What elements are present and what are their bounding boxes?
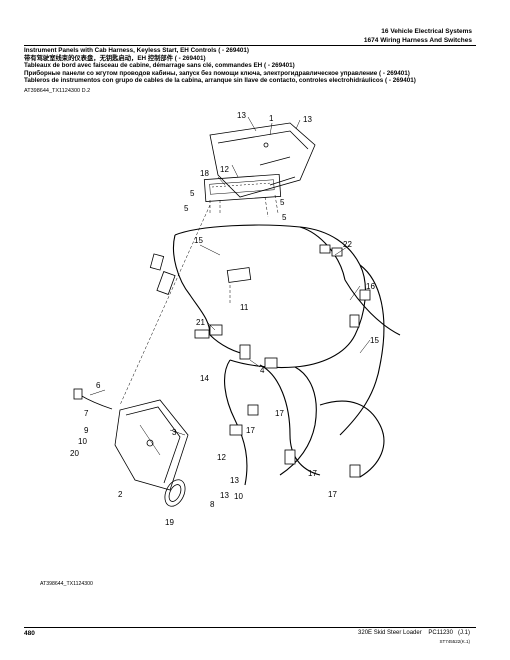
callout-12a: 12 (220, 165, 229, 174)
callout-10b: 10 (234, 492, 243, 501)
callout-3: 3 (172, 428, 177, 437)
fastener-leaders (119, 194, 279, 406)
control-panel-18 (203, 173, 282, 202)
callout-10a: 10 (78, 437, 87, 446)
callout-17d: 17 (308, 469, 317, 478)
callout-18: 18 (200, 169, 209, 178)
pc-number: PC11230 (428, 630, 453, 636)
title-zh: 带有驾驶室线束的仪表盘，无钥匙启动，EH 控制部件 ( - 269401) (24, 54, 206, 62)
callout-11: 11 (240, 303, 249, 312)
callout-15b: 15 (370, 336, 379, 345)
subsection-header: 1674 Wiring Harness And Switches (363, 37, 472, 44)
title-en: Instrument Panels with Cab Harness, Keyl… (24, 47, 250, 54)
wiring-harness-diagram: 13 1 13 12 18 5 5 5 5 15 22 11 16 21 4 1… (70, 111, 401, 527)
cable-6 (73, 388, 113, 410)
callout-2: 2 (118, 490, 123, 499)
callout-17b: 17 (246, 426, 255, 435)
callout-6: 6 (96, 381, 101, 390)
callout-5b: 5 (184, 204, 189, 213)
section-header: 16 Vehicle Electrical Systems (381, 28, 472, 35)
instrument-panel-top (209, 122, 316, 198)
callout-17a: 17 (275, 409, 284, 418)
callout-13b: 13 (303, 115, 312, 124)
switch-11 (226, 267, 252, 283)
callout-15a: 15 (194, 236, 203, 245)
callout-5c: 5 (280, 198, 285, 207)
callout-5d: 5 (282, 213, 287, 222)
callout-labels: 13 1 13 12 18 5 5 5 5 15 22 11 16 21 4 1… (70, 111, 379, 527)
side-panel-2 (114, 399, 189, 491)
callout-12b: 12 (217, 453, 226, 462)
callout-leaders (89, 116, 371, 436)
callout-16: 16 (366, 282, 375, 291)
figure-ref-top: AT398644_TX1124300 D.2 (24, 88, 91, 94)
callout-20: 20 (70, 449, 79, 458)
callout-13c: 13 (230, 476, 239, 485)
callout-14: 14 (200, 374, 209, 383)
revision: (J.1) (458, 630, 470, 636)
callout-7: 7 (84, 409, 89, 418)
callout-5a: 5 (190, 189, 195, 198)
figure-ref-bottom: AT398644_TX1124300 (40, 581, 93, 587)
doc-id: ST745522(K.1) (439, 639, 470, 644)
harness-connectors (149, 244, 371, 478)
callout-9b: 13 (220, 491, 229, 500)
callout-21: 21 (196, 318, 205, 327)
title-block: Instrument Panels with Cab Harness, Keyl… (24, 47, 474, 85)
model-name: 320E Skid Steer Loader (358, 630, 422, 636)
footer-model: 320E Skid Steer Loader PC11230 (J.1) (358, 630, 470, 636)
callout-22: 22 (343, 240, 352, 249)
knob-19 (164, 479, 186, 507)
cab-harness (172, 224, 401, 486)
callout-8: 8 (210, 500, 215, 509)
callout-9a: 9 (84, 426, 89, 435)
footer-rule (24, 627, 476, 628)
page-number: 480 (24, 630, 35, 637)
title-es: Tableros de instrumentos con grupo de ca… (24, 77, 416, 85)
callout-1: 1 (269, 114, 274, 123)
callout-13a: 13 (237, 111, 246, 120)
callout-17c: 17 (328, 490, 337, 499)
header-rule (24, 45, 476, 46)
callout-19: 19 (165, 518, 174, 527)
title-ru: Приборные панели со жгутом проводов каби… (24, 69, 410, 77)
callout-4: 4 (260, 366, 265, 375)
title-fr: Tableaux de bord avec faisceau de cabine… (24, 62, 295, 70)
